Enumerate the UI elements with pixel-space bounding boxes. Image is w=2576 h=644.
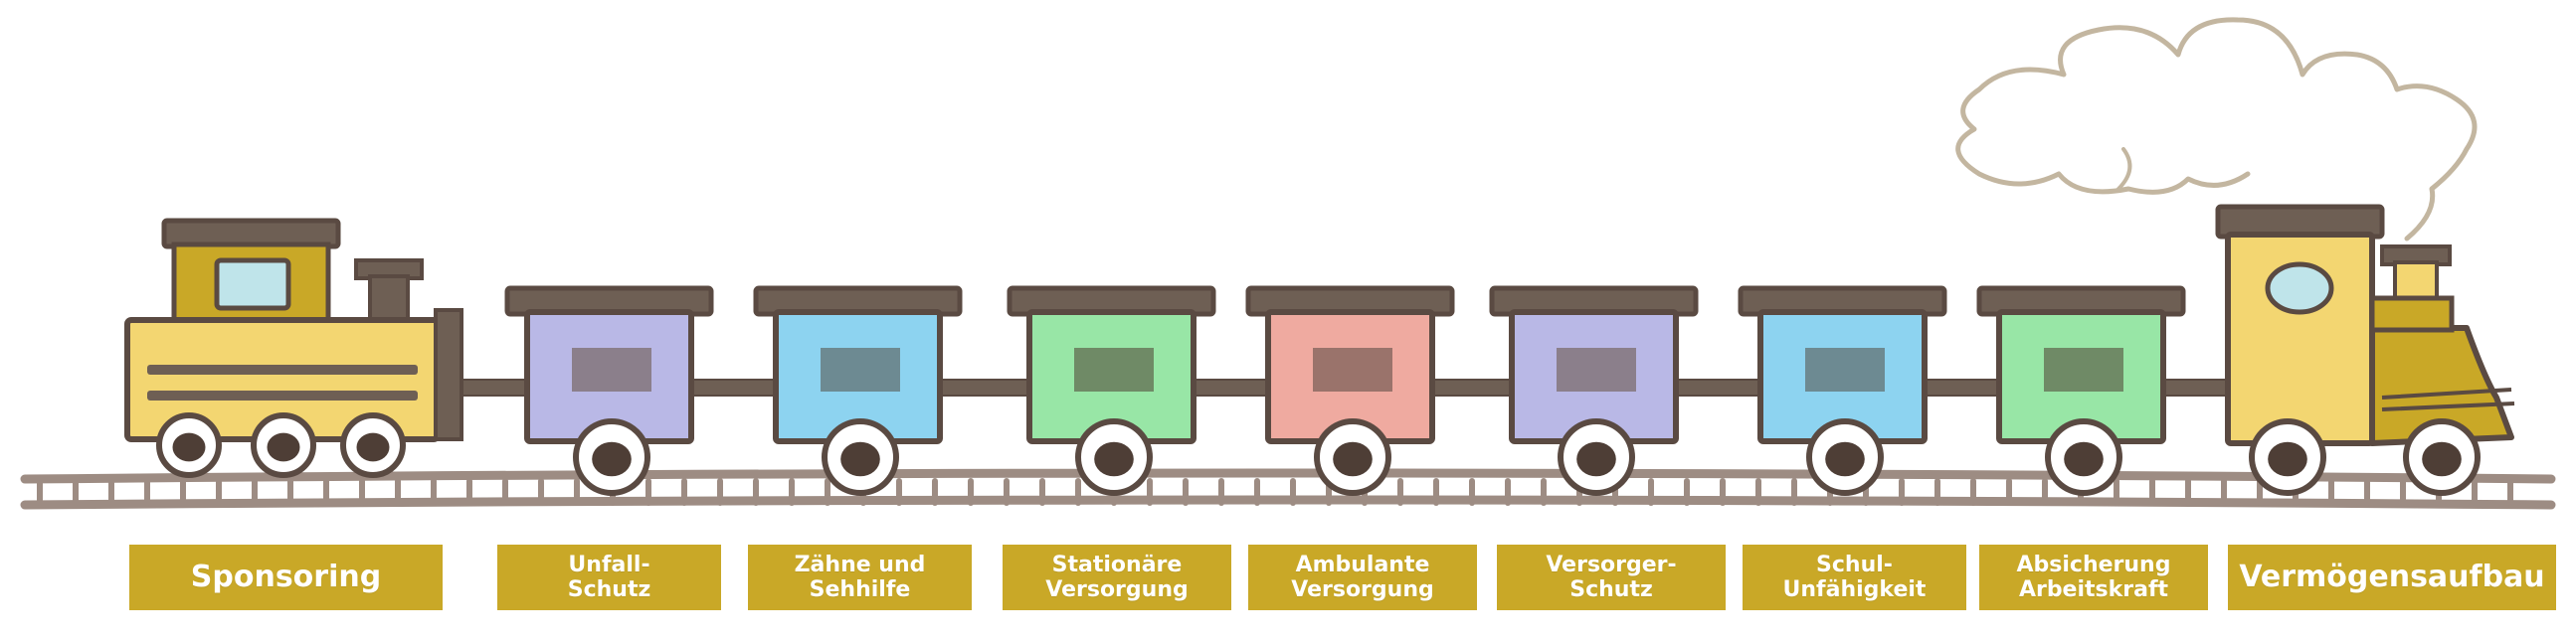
engine-stripe bbox=[147, 365, 418, 375]
wheel bbox=[2249, 418, 2326, 496]
label-box: Sponsoring bbox=[129, 545, 443, 610]
wagon-window bbox=[2044, 348, 2123, 392]
wheel bbox=[340, 412, 406, 478]
label-box: Vermögensaufbau bbox=[2228, 545, 2556, 610]
wagon bbox=[1007, 285, 1216, 496]
wagon bbox=[1245, 285, 1455, 496]
rail-top bbox=[20, 468, 2556, 484]
wagons bbox=[504, 285, 2186, 496]
wheel-hub bbox=[1094, 441, 1134, 477]
wheel bbox=[1075, 418, 1153, 496]
smoke-curl bbox=[2116, 147, 2132, 191]
chimney bbox=[368, 274, 410, 323]
wheel-hub bbox=[267, 432, 300, 462]
wagon bbox=[504, 285, 714, 496]
wheel-hub bbox=[592, 441, 632, 477]
smoke-cloud bbox=[1955, 17, 2478, 242]
wagon bbox=[1976, 285, 2186, 496]
wheel-hub bbox=[840, 441, 880, 477]
wheel bbox=[1314, 418, 1391, 496]
wheel bbox=[2403, 418, 2481, 496]
cab-window bbox=[2265, 261, 2334, 315]
wagon-window bbox=[1313, 348, 1392, 392]
wheel bbox=[573, 418, 650, 496]
wheel-hub bbox=[2064, 441, 2104, 477]
rail-bottom bbox=[20, 495, 2556, 510]
wheel-hub bbox=[1333, 441, 1373, 477]
wheel-hub bbox=[2268, 441, 2307, 477]
railway-track bbox=[20, 468, 2556, 510]
wheel bbox=[251, 412, 316, 478]
wagon-window bbox=[1557, 348, 1636, 392]
label-box: Unfall- Schutz bbox=[497, 545, 721, 610]
right-locomotive bbox=[2215, 204, 2515, 496]
label-box: Versorger- Schutz bbox=[1497, 545, 1726, 610]
cab-window bbox=[214, 257, 291, 311]
wheel-hub bbox=[356, 432, 390, 462]
wheel-hub bbox=[1825, 441, 1865, 477]
wheel-hub bbox=[1576, 441, 1616, 477]
label-box: Zähne und Sehhilfe bbox=[748, 545, 972, 610]
left-locomotive bbox=[124, 218, 463, 478]
label-box: Ambulante Versorgung bbox=[1248, 545, 1477, 610]
wagon-window bbox=[821, 348, 900, 392]
engine-stripe bbox=[147, 391, 418, 401]
wagon-window bbox=[572, 348, 651, 392]
wagon bbox=[753, 285, 963, 496]
wheel bbox=[2045, 418, 2122, 496]
wagon-window bbox=[1074, 348, 1154, 392]
chimney bbox=[2393, 260, 2439, 300]
wagon-window bbox=[1805, 348, 1885, 392]
label-box: Schul- Unfähigkeit bbox=[1743, 545, 1966, 610]
wheel-hub bbox=[2422, 441, 2462, 477]
wheel bbox=[822, 418, 899, 496]
wheel-hub bbox=[172, 432, 206, 462]
cowcatcher-lines bbox=[2381, 388, 2515, 411]
label-box: Stationäre Versorgung bbox=[1003, 545, 1231, 610]
wagon bbox=[1489, 285, 1699, 496]
wheel bbox=[1806, 418, 1884, 496]
wheel bbox=[156, 412, 222, 478]
boiler-top bbox=[2369, 295, 2455, 333]
smoke-outline bbox=[1955, 17, 2478, 242]
wagon bbox=[1738, 285, 1947, 496]
label-box: Absicherung Arbeitskraft bbox=[1979, 545, 2208, 610]
wheel bbox=[1558, 418, 1635, 496]
engine-buffer bbox=[434, 308, 463, 441]
boiler bbox=[2369, 325, 2514, 446]
